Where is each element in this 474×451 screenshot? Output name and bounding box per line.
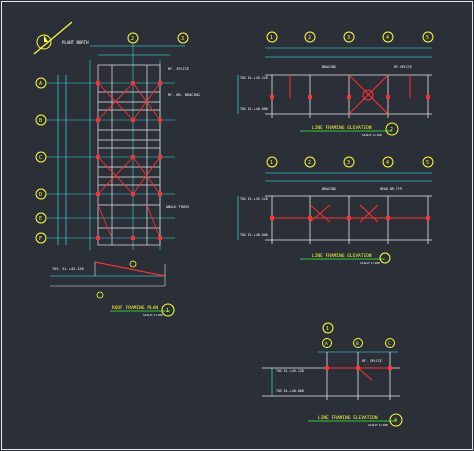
plan-left-bubble-label: D — [39, 192, 42, 198]
elev3-note: RF. SPLICE — [362, 359, 382, 363]
north-label: PLANT NORTH — [62, 40, 89, 45]
elev3-title-bubble-label: 4 — [394, 418, 397, 424]
elev2-bubble-label: 2 — [308, 160, 311, 166]
plan-note: ANGLE TRUSS — [166, 205, 189, 209]
elev3-bubble-label: B — [356, 341, 359, 347]
plan-column-marks — [96, 81, 162, 240]
elev2-scale: SCALE:1/100 — [360, 261, 380, 265]
elev1-scale: SCALE:1/100 — [362, 133, 382, 137]
plan-left-bubble-column: A B C D E F — [35, 77, 47, 244]
elev3-scale: SCALE:1/100 — [368, 423, 388, 427]
elev1-title: LINE FRAMING ELEVATION — [312, 125, 372, 131]
plan-section-detail — [50, 260, 166, 299]
elev1-bubble-label: 3 — [347, 35, 350, 41]
elev2-note: BRACING — [322, 187, 336, 191]
elev1-bubble-label: 2 — [308, 35, 311, 41]
elev1-bubble-label: 1 — [270, 35, 273, 41]
elev2-joint-marks — [270, 216, 430, 220]
elev3-top-bubble: 1 — [322, 322, 334, 334]
elevation-2: 1 2 3 4 5 TOS EL. — [237, 156, 434, 265]
elev1-joint-marks — [270, 95, 430, 99]
elev2-title-bubble-icon — [379, 252, 391, 264]
north-arrow-icon — [33, 21, 73, 55]
elevation-1: 1 2 3 4 5 TOS EL.+4 — [237, 31, 434, 137]
elev3-bubble-label: C — [388, 341, 391, 347]
plan-left-bubble-label: E — [39, 216, 42, 222]
elev2-bubble-label: 5 — [426, 160, 429, 166]
elev1-note: BRACING — [322, 65, 336, 69]
elev2-bubble-label: 1 — [270, 160, 273, 166]
elev3-title-bubble: 4 — [389, 413, 403, 427]
elev3-note: TOS EL.+45.128 — [276, 369, 304, 373]
plan-left-bubble-label: C — [39, 155, 42, 161]
plan-left-bubble-label: A — [39, 81, 42, 87]
elev2-note: TOS EL.+40.000 — [240, 233, 268, 237]
plan-bracing — [97, 82, 161, 239]
elev3-joint-marks — [325, 366, 392, 370]
elev2-bubble-label: 3 — [347, 160, 350, 166]
plan-left-bubble-label: F — [39, 236, 42, 242]
elev1-title-bubble-label: 2 — [390, 127, 393, 133]
elev1-note: TOS EL.+40.000 — [240, 107, 268, 111]
elev1-bubble-label: 5 — [426, 35, 429, 41]
elev2-title: LINE FRAMING ELEVATION — [312, 253, 372, 259]
elev1-note: TOS EL.+45.128 — [240, 76, 268, 80]
plan-note: TOS. EL.+45.128 — [52, 267, 84, 271]
elev3-title: LINE FRAMING ELEVATION — [318, 415, 378, 421]
elev1-bubble-label: 4 — [386, 35, 389, 41]
plan-note: RF. BR. BRACING — [168, 93, 200, 97]
elev2-bubble-label: 4 — [386, 160, 389, 166]
roof-framing-plan: PLANT NORTH 2 3 A B C D E F — [33, 21, 200, 317]
elev3-note: TOS EL.+40.000 — [276, 389, 304, 393]
elev2-note: TOS EL.+45.128 — [240, 197, 268, 201]
elevation-3: 1 A B C TOS EL.+45.128 TOS EL.+40.0 — [262, 322, 403, 427]
plan-top-bubble-row: 2 3 — [127, 32, 189, 44]
elev1-note: RF.SPLICE — [394, 65, 412, 69]
plan-title-bubble-label: 1 — [166, 308, 169, 314]
elev1-frame — [265, 74, 432, 118]
plan-scale: SCALE:1/100 — [143, 313, 163, 317]
plan-title-bubble: 1 — [161, 303, 175, 317]
plan-top-bubble-label: 3 — [181, 36, 184, 42]
plan-title: ROOF FRAMING PLAN — [112, 305, 158, 311]
plan-note: RF. SPLICE — [168, 67, 189, 71]
elev3-bubble-row: A B C — [322, 338, 395, 348]
plan-top-bubble-label: 2 — [131, 36, 134, 42]
elev2-bubble-row: 1 2 3 4 5 — [266, 156, 434, 168]
elev1-bracing — [289, 74, 411, 115]
elev2-note: HEAD BR.TYP. — [380, 187, 404, 191]
elev3-top-bubble-label: 1 — [326, 326, 329, 332]
elev1-title-bubble: 2 — [385, 122, 399, 136]
elev3-bubble-label: A — [325, 341, 328, 347]
plan-left-bubble-label: B — [39, 118, 42, 124]
elev1-bubble-row: 1 2 3 4 5 — [266, 31, 434, 43]
